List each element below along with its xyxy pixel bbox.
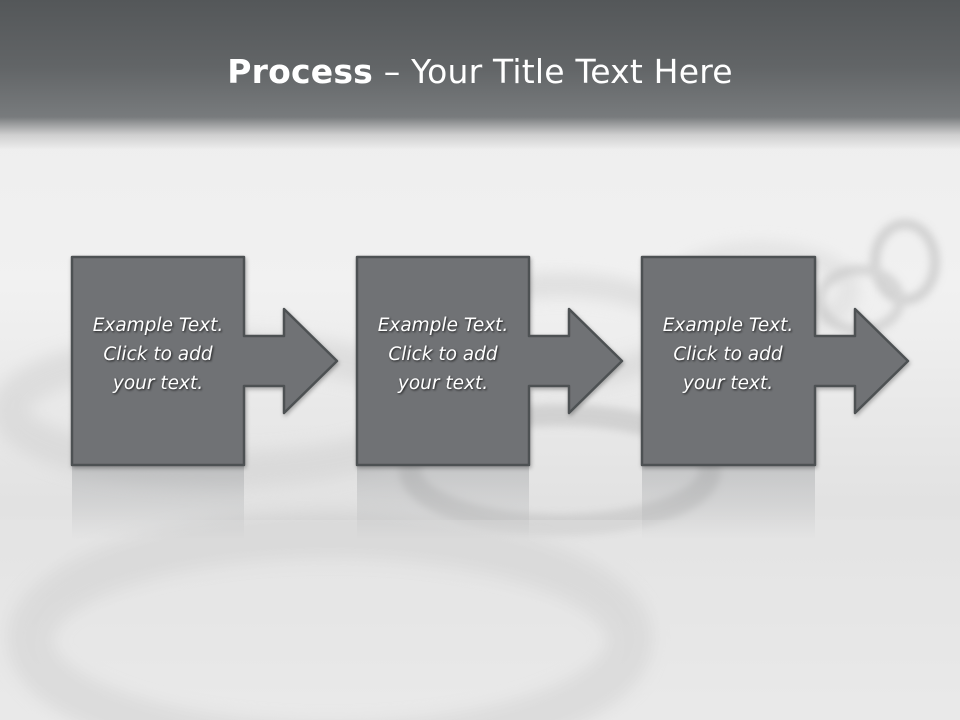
step-1-text[interactable]: Example Text. Click to add your text. [92, 315, 224, 394]
process-arrow-3[interactable] [640, 255, 910, 467]
step-3-text[interactable]: Example Text. Click to add your text. [662, 315, 794, 394]
process-arrow-2[interactable] [355, 255, 624, 467]
step-2-text[interactable]: Example Text. Click to add your text. [377, 315, 509, 394]
slide-title[interactable]: Process – Your Title Text Here [0, 52, 960, 91]
title-rest: – Your Title Text Here [373, 52, 733, 91]
arrow-reflections [72, 466, 815, 540]
process-arrow-1[interactable] [70, 255, 339, 467]
title-band [0, 0, 960, 150]
title-bold-word: Process [227, 52, 374, 91]
